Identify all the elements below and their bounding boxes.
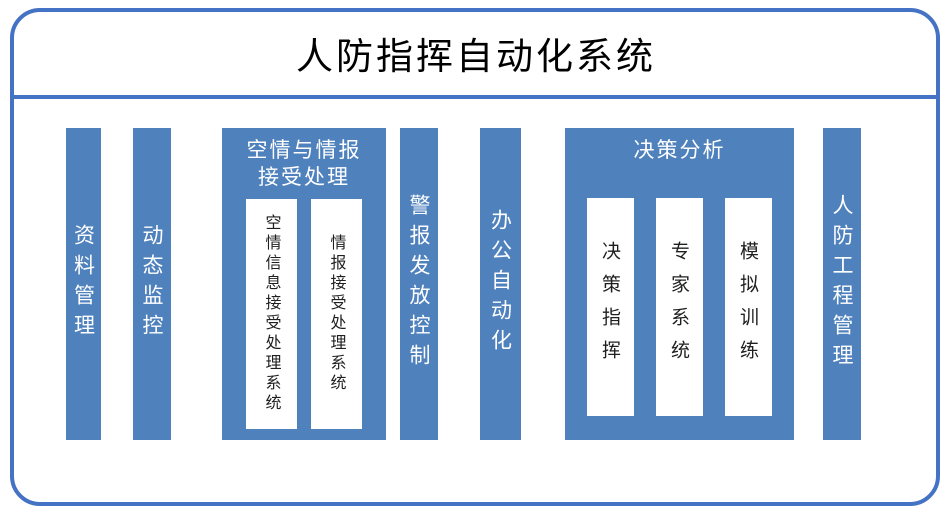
box-expert-system-label: 专家系统 bbox=[668, 241, 690, 373]
box-simulation-training-label: 模拟训练 bbox=[737, 241, 759, 373]
box-intel-processing-label: 情报接受处理系统 bbox=[327, 234, 347, 394]
diagram-title: 人防指挥自动化系统 bbox=[296, 35, 656, 78]
bar-alarm-release-control-label: 警报发放控制 bbox=[407, 194, 431, 374]
bar-office-automation-label: 办公自动化 bbox=[488, 209, 513, 359]
group-air-intel-header-line1: 空情与情报 bbox=[246, 138, 362, 162]
bar-office-automation: 办公自动化 bbox=[480, 128, 521, 440]
group-air-intel-boxes: 空情信息接受处理系统 情报接受处理系统 bbox=[222, 199, 386, 429]
box-simulation-training: 模拟训练 bbox=[725, 198, 772, 416]
bar-data-management: 资料管理 bbox=[66, 128, 101, 440]
group-air-intel-header-line2: 接受处理 bbox=[258, 165, 350, 189]
group-decision-analysis: 决策分析 决策指挥 专家系统 模拟训练 bbox=[565, 128, 794, 440]
bar-dynamic-monitoring-label: 动态监控 bbox=[140, 224, 164, 344]
box-intel-processing: 情报接受处理系统 bbox=[311, 199, 362, 429]
group-air-intel-processing: 空情与情报 接受处理 空情信息接受处理系统 情报接受处理系统 bbox=[222, 128, 386, 440]
box-decision-command-label: 决策指挥 bbox=[599, 241, 621, 373]
group-air-intel-header: 空情与情报 接受处理 bbox=[222, 128, 386, 191]
bar-dynamic-monitoring: 动态监控 bbox=[133, 128, 171, 440]
group-decision-analysis-header: 决策分析 bbox=[633, 138, 726, 162]
box-air-info-processing-label: 空情信息接受处理系统 bbox=[262, 214, 282, 414]
group-decision-analysis-boxes: 决策指挥 专家系统 模拟训练 bbox=[565, 198, 794, 416]
box-decision-command: 决策指挥 bbox=[587, 198, 634, 416]
bar-civil-defense-engineering-management-label: 人防工程管理 bbox=[830, 194, 854, 374]
box-air-info-processing: 空情信息接受处理系统 bbox=[246, 199, 297, 429]
box-expert-system: 专家系统 bbox=[656, 198, 703, 416]
title-divider bbox=[10, 95, 940, 99]
bar-alarm-release-control: 警报发放控制 bbox=[400, 128, 438, 440]
bar-civil-defense-engineering-management: 人防工程管理 bbox=[823, 128, 861, 440]
bar-data-management-label: 资料管理 bbox=[71, 224, 96, 344]
